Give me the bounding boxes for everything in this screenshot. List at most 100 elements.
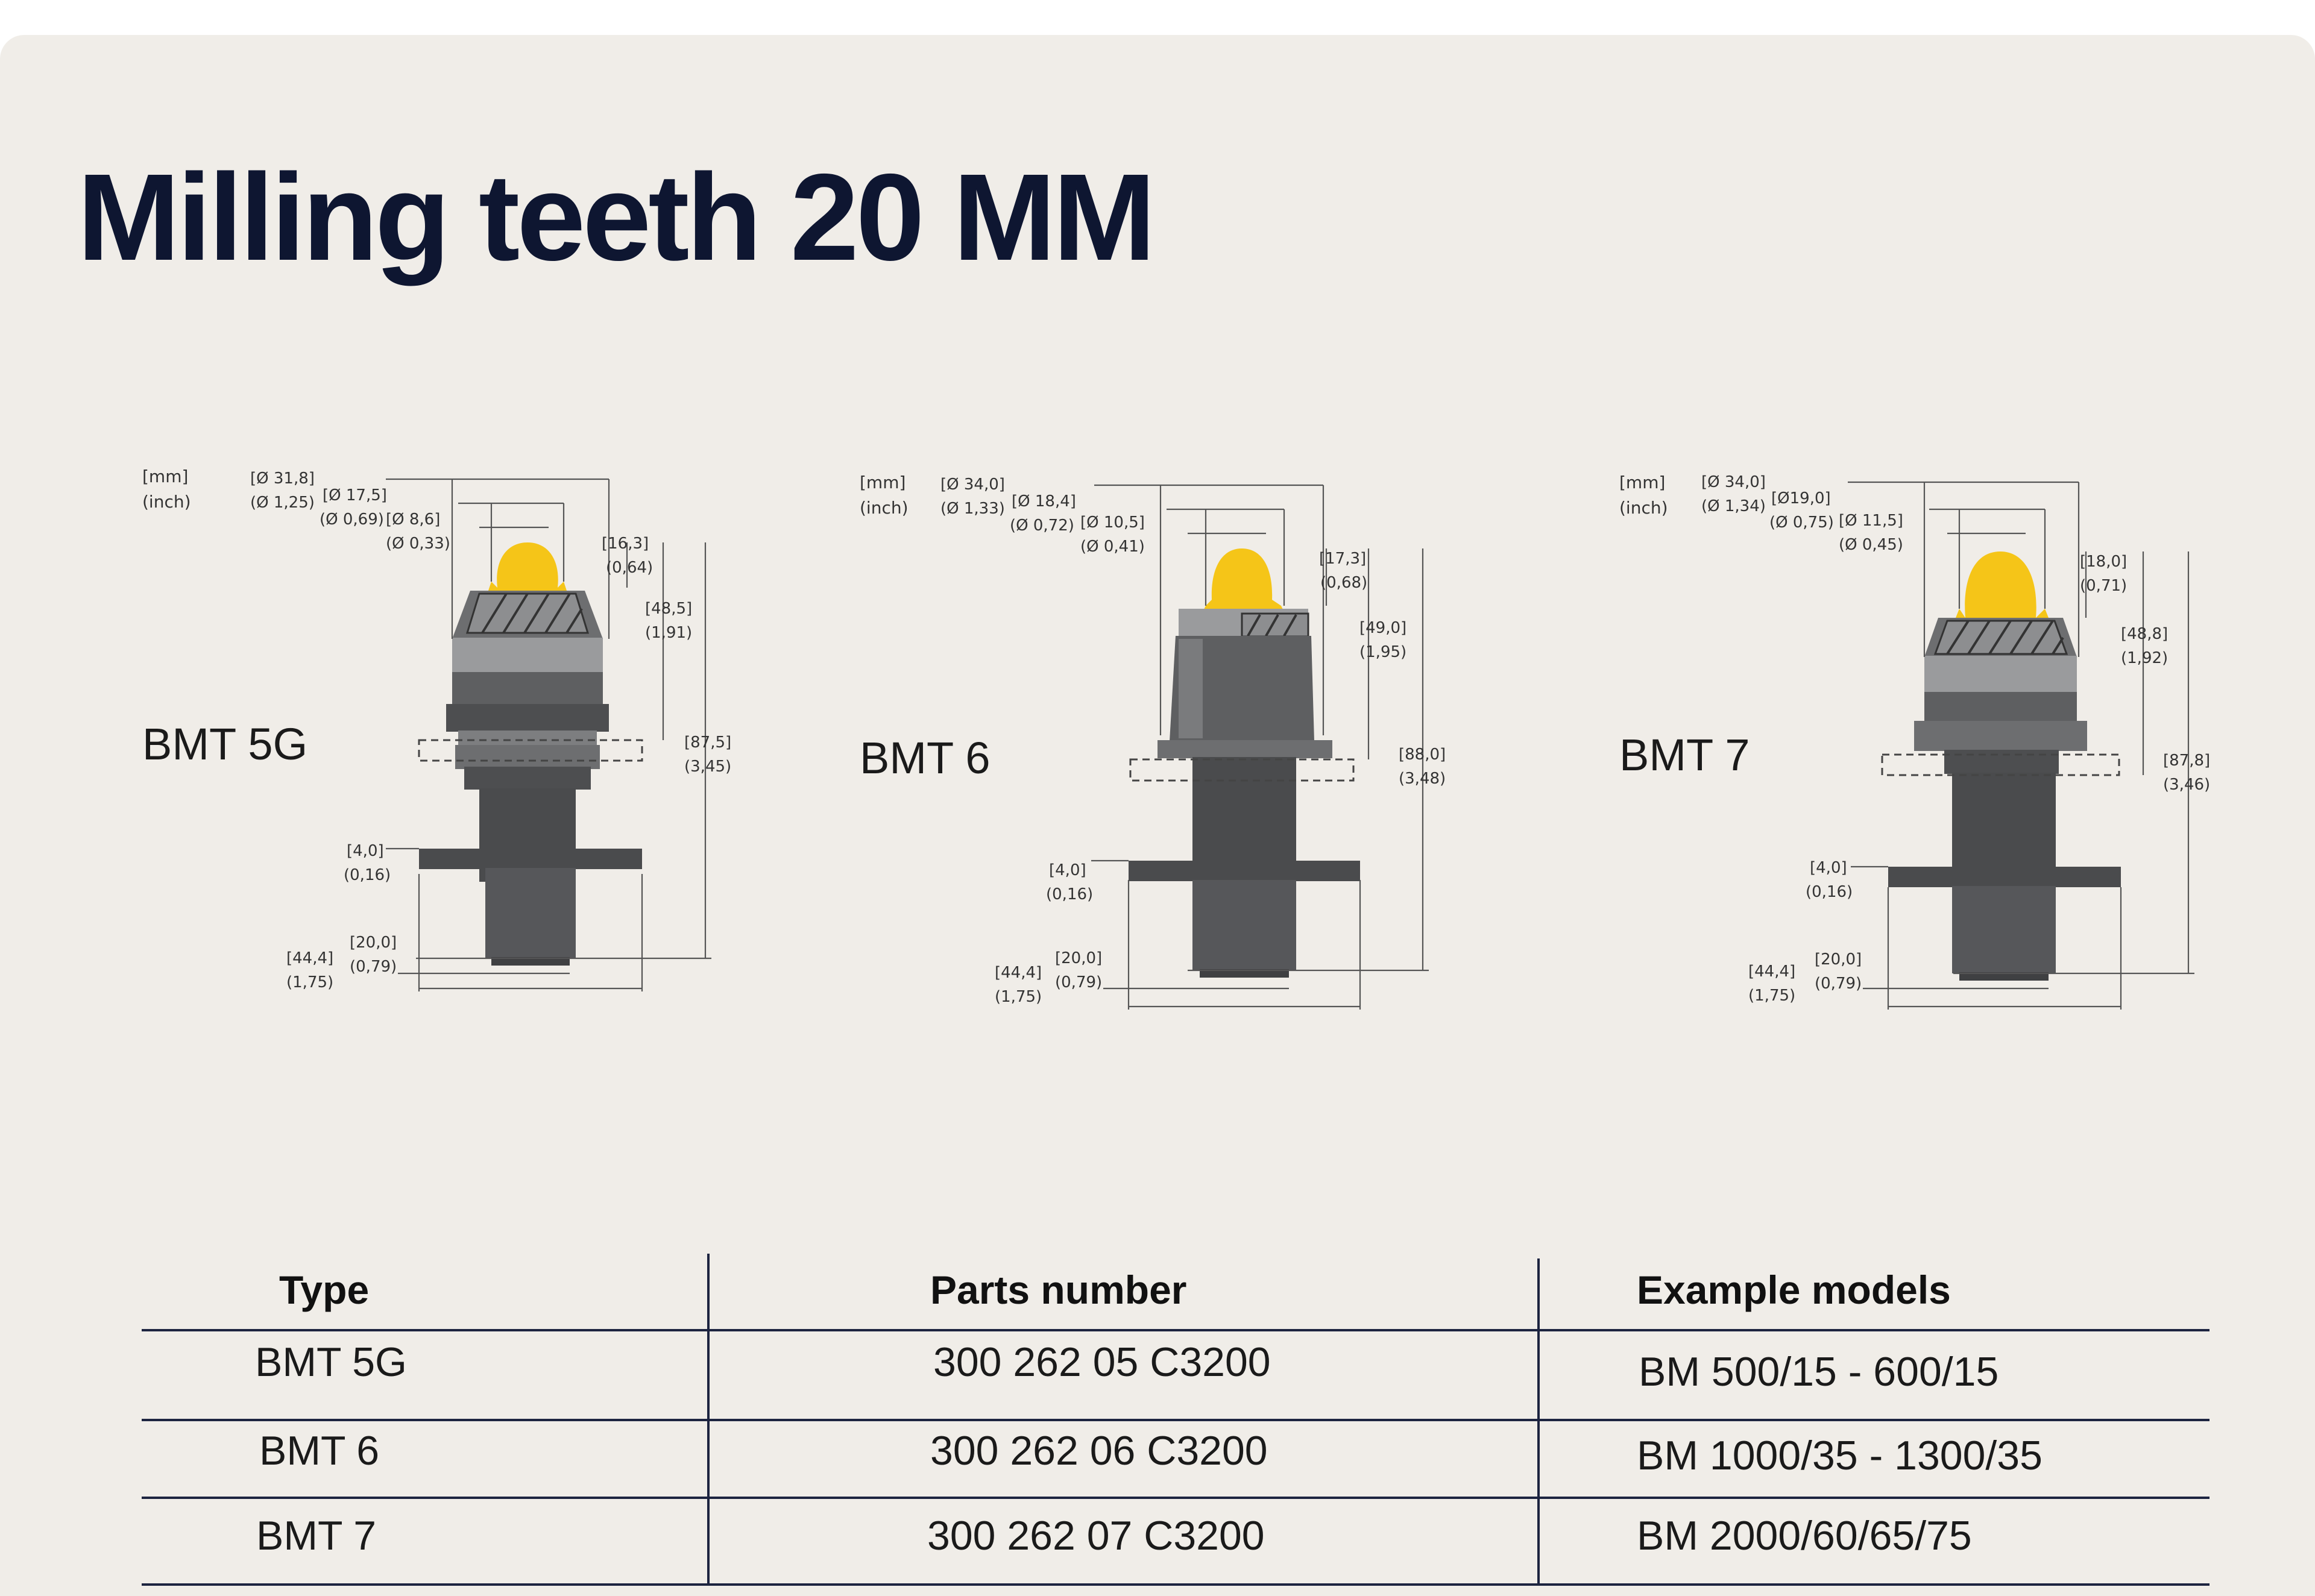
column-divider	[1537, 1258, 1540, 1585]
hatch-area	[465, 592, 590, 634]
head-collar	[452, 638, 603, 673]
head-ring	[1914, 721, 2087, 751]
dashed-sleeve	[418, 739, 643, 762]
dim-b-mm: [44,4]	[286, 949, 333, 967]
dim-d1-mm: [Ø 34,0]	[940, 476, 1005, 494]
units-inch: (inch)	[1619, 498, 1668, 518]
dim-h2-inch: (1,95)	[1359, 643, 1406, 661]
dim-h3-mm: [87,5]	[684, 734, 731, 752]
shank-lower	[485, 868, 576, 958]
tooth-body	[418, 542, 643, 966]
dimension-lines	[1848, 481, 2194, 1010]
technical-drawing: [mm] (inch)	[1619, 473, 2210, 1010]
dim-d1-mm: [Ø 34,0]	[1701, 473, 1766, 491]
dimension-labels: [Ø 34,0] (Ø 1,33) [Ø 18,4] (Ø 0,72) [Ø 1…	[940, 476, 1446, 1006]
head-ring	[1158, 740, 1332, 758]
shank-upper	[1952, 773, 2056, 869]
cell-type: BMT 7	[256, 1513, 377, 1559]
dim-h1-mm: [16,3]	[602, 535, 649, 553]
dim-d2-mm: [Ø19,0]	[1771, 489, 1831, 507]
header-type: Type	[279, 1268, 370, 1312]
dim-w-mm: [4,0]	[1049, 861, 1086, 879]
dim-h3-inch: (3,45)	[684, 758, 731, 776]
figure-bmt-7: BMT 7 [mm] (inch)	[1610, 458, 2249, 1031]
dimension-labels: [Ø 34,0] (Ø 1,34) [Ø19,0] (Ø 0,75) [Ø 11…	[1701, 473, 2210, 1005]
table-row: BMT 7 300 262 07 C3200 BM 2000/60/65/75	[142, 1499, 2209, 1586]
dim-d3-inch: (Ø 0,45)	[1839, 536, 1903, 554]
units-inch: (inch)	[860, 498, 909, 518]
dim-b-inch: (1,75)	[286, 973, 333, 991]
dim-h2-mm: [48,8]	[2121, 625, 2168, 643]
content-card	[0, 35, 2315, 1596]
carbide-tip	[1203, 548, 1284, 612]
header-example-models: Example models	[1637, 1268, 1951, 1312]
units-mm: [mm]	[142, 467, 188, 486]
units-mm: [mm]	[1619, 473, 1665, 492]
cell-parts-number: 300 262 07 C3200	[927, 1513, 1265, 1559]
head-body	[1170, 636, 1314, 741]
shank-end	[1959, 972, 2049, 981]
dim-h2-mm: [48,5]	[645, 600, 692, 618]
shank-upper	[1192, 757, 1296, 862]
hatch-lines	[1946, 620, 2064, 655]
page-title: Milling teeth 20 MM	[77, 148, 1156, 286]
dim-b-mm: [44,4]	[995, 964, 1042, 982]
technical-drawing: [mm] (inch)	[142, 467, 731, 991]
dim-d2-mm: [Ø 17,5]	[323, 486, 387, 504]
cell-example-models: BM 1000/35 - 1300/35	[1637, 1433, 2043, 1478]
tooth-body	[1129, 548, 1360, 978]
shank-collar	[455, 745, 600, 769]
dim-d1-inch: (Ø 1,25)	[250, 494, 315, 512]
dim-d2-inch: (Ø 0,69)	[320, 511, 384, 529]
dimension-lines	[1091, 484, 1429, 1010]
hatch-lines	[1247, 614, 1297, 636]
dim-d3-inch: (Ø 0,33)	[386, 535, 450, 553]
figure-bmt-5g: BMT 5G [mm] (inch)	[133, 458, 772, 1031]
dashed-sleeve	[1129, 758, 1355, 782]
dim-h2-inch: (1,92)	[2121, 649, 2168, 667]
dim-d3-mm: [Ø 11,5]	[1839, 512, 1903, 530]
dim-d3-mm: [Ø 10,5]	[1080, 514, 1145, 532]
head-groove	[458, 730, 597, 746]
units-legend: [mm] (inch)	[1619, 473, 1668, 518]
units-legend: [mm] (inch)	[860, 473, 909, 518]
dimension-lines	[386, 478, 711, 991]
dim-b-inch: (1,75)	[1748, 987, 1795, 1005]
dim-h3-mm: [87,8]	[2163, 752, 2210, 770]
cell-type: BMT 5G	[255, 1339, 407, 1385]
hatch-insert	[1241, 612, 1309, 638]
dim-w-mm: [4,0]	[347, 842, 384, 860]
table-row: BMT 6 300 262 06 C3200 BM 1000/35 - 1300…	[142, 1421, 2209, 1499]
dim-h1-mm: [18,0]	[2080, 553, 2127, 571]
dim-h1-mm: [17,3]	[1319, 550, 1366, 568]
cell-parts-number: 300 262 06 C3200	[930, 1428, 1268, 1474]
units-legend: [mm] (inch)	[142, 467, 191, 512]
dim-s-inch: (0,79)	[1815, 975, 1862, 993]
dim-d1-inch: (Ø 1,34)	[1701, 497, 1766, 515]
parts-table: Type Parts number Example models BMT 5G …	[142, 1254, 2209, 1586]
dim-s-mm: [20,0]	[1815, 950, 1862, 969]
figure-label: BMT 7	[1619, 730, 1750, 780]
dim-h1-inch: (0,71)	[2080, 577, 2127, 595]
dim-s-inch: (0,79)	[1055, 973, 1102, 991]
dim-d2-inch: (Ø 0,72)	[1010, 517, 1074, 535]
wear-washer	[1888, 867, 2121, 887]
table-header: Type Parts number Example models	[142, 1254, 2209, 1331]
dim-h3-inch: (3,48)	[1399, 770, 1446, 788]
units-inch: (inch)	[142, 492, 191, 512]
dim-w-inch: (0,16)	[1806, 883, 1853, 901]
dim-s-mm: [20,0]	[1055, 949, 1102, 967]
dim-d3-mm: [Ø 8,6]	[386, 511, 440, 529]
dim-w-inch: (0,16)	[1046, 885, 1093, 903]
dim-h3-mm: [88,0]	[1399, 746, 1446, 764]
wear-washer	[1129, 861, 1360, 881]
hatch-lines	[481, 592, 583, 634]
dim-d3-inch: (Ø 0,41)	[1080, 538, 1145, 556]
units-mm: [mm]	[860, 473, 906, 492]
head-ring	[446, 704, 609, 732]
dim-b-inch: (1,75)	[995, 988, 1042, 1006]
dim-d2-mm: [Ø 18,4]	[1012, 492, 1076, 511]
figure-bmt-6: BMT 6 [mm] (inch)	[850, 458, 1489, 1031]
header-parts-number: Parts number	[930, 1268, 1187, 1312]
head-neck	[1924, 692, 2077, 722]
